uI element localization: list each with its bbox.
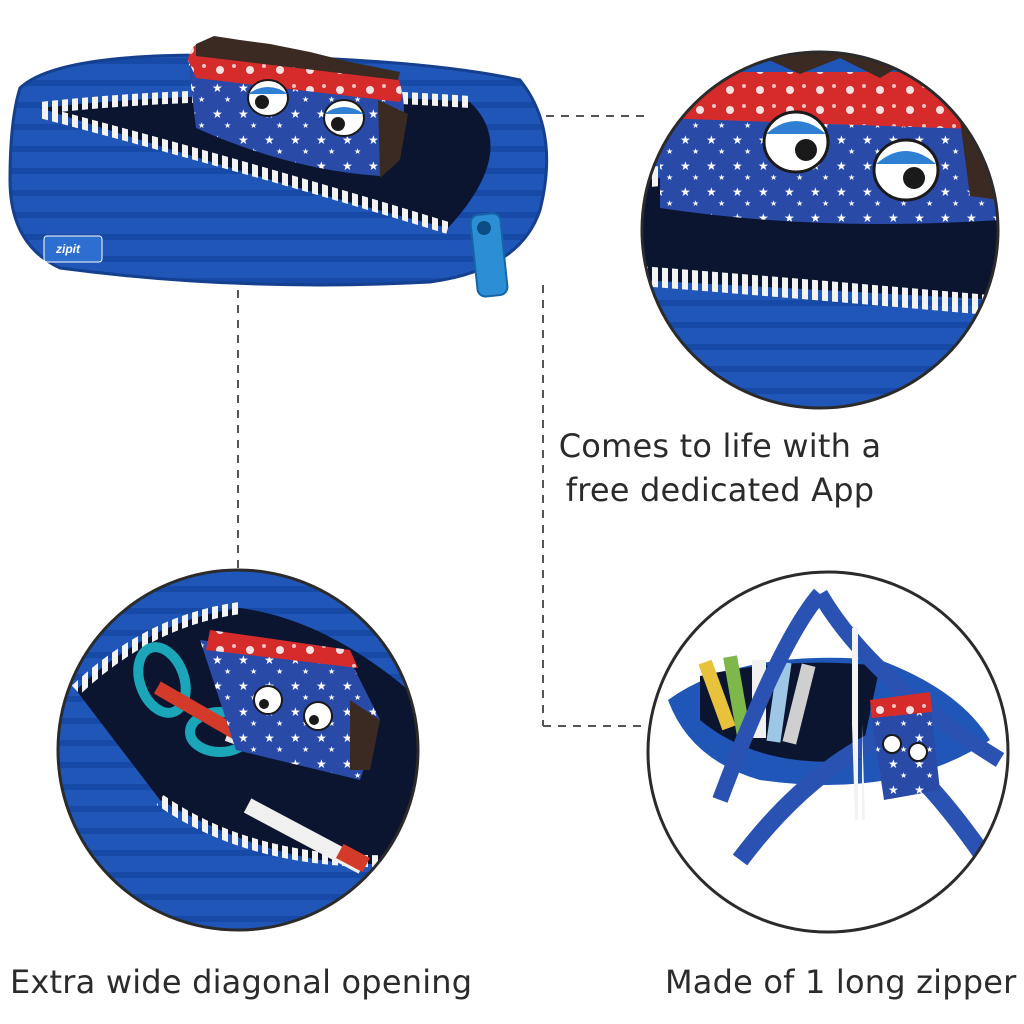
- caption-app-line1: Comes to life with a: [558, 427, 882, 465]
- diagonal-opening-circle: [56, 568, 420, 932]
- pouch-main: [8, 36, 549, 298]
- brand-tag: zipit: [56, 242, 80, 256]
- caption-long-zipper: Made of 1 long zipper: [665, 963, 1017, 1001]
- caption-diagonal-opening: Extra wide diagonal opening: [10, 963, 473, 1001]
- closeup-face-circle: [640, 50, 1000, 410]
- long-zipper-circle: [646, 570, 1010, 934]
- caption-app-feature: Comes to life with a free dedicated App: [460, 424, 980, 512]
- caption-app-line2: free dedicated App: [565, 471, 875, 509]
